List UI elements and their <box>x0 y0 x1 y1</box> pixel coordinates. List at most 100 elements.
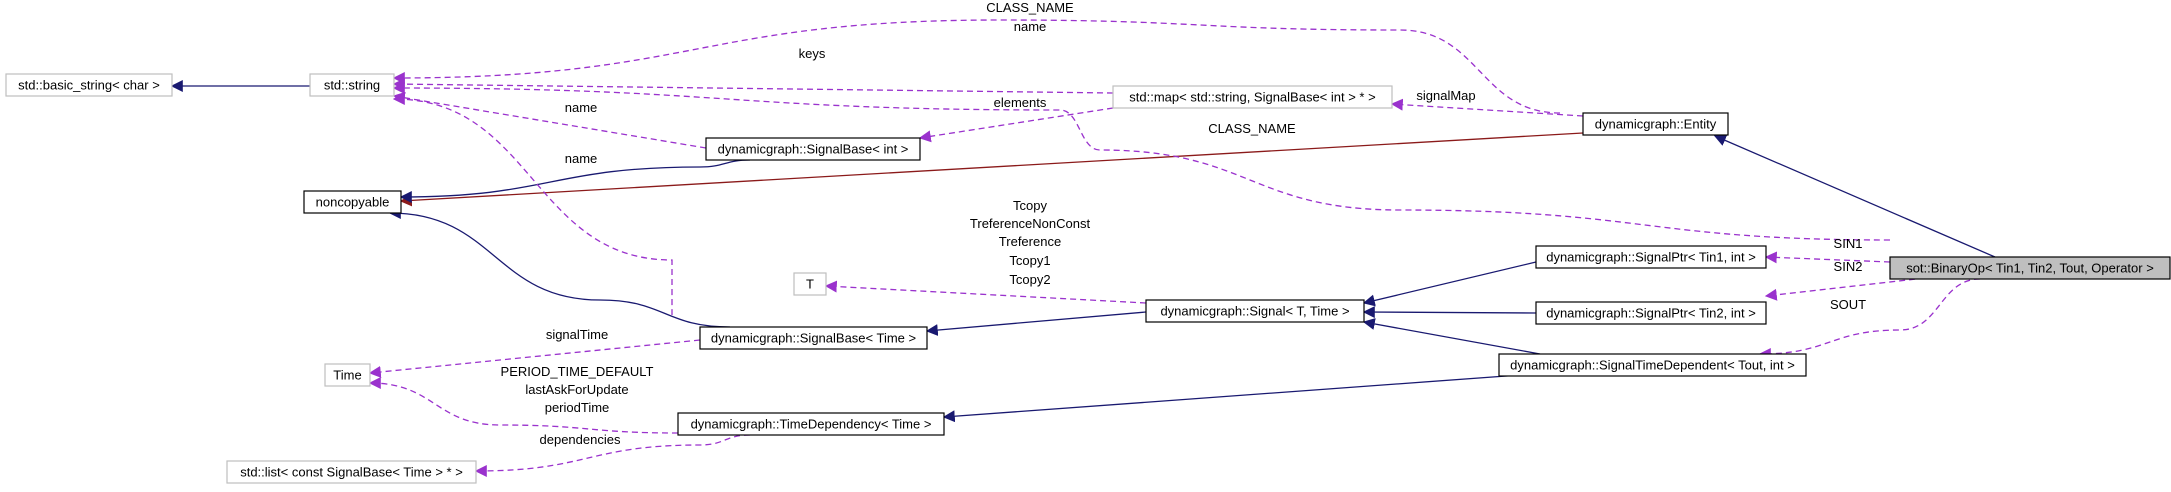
class-node-signalptr2[interactable]: dynamicgraph::SignalPtr< Tin2, int > <box>1535 301 1767 325</box>
edge-binaryop-entity <box>1713 134 1996 258</box>
edge-label-signalT-T-0: Tcopy <box>1013 198 1047 213</box>
class-label-basicstring: std::basic_string< char > <box>18 78 160 93</box>
edge-binaryop-signalptr1: SIN1 <box>1764 236 1891 264</box>
class-label-signalbase_time: dynamicgraph::SignalBase< Time > <box>711 331 916 346</box>
edge-signalbase_time-stdstring: name <box>392 93 673 315</box>
edge-signalptr1-signalT <box>1362 261 1537 307</box>
class-label-binaryop: sot::BinaryOp< Tin1, Tin2, Tout, Operato… <box>1906 261 2154 276</box>
class-node-Time: Time <box>324 363 371 387</box>
edge-timedep-Time: PERIOD_TIME_DEFAULT lastAskForUpdate perio… <box>368 364 679 434</box>
edge-line-binaryop-signalptr1 <box>1764 251 1891 264</box>
edge-entity-noncopyable <box>399 132 1584 207</box>
class-label-entity: dynamicgraph::Entity <box>1595 117 1717 132</box>
edge-line-timedep-Time <box>368 377 679 434</box>
class-label-T: T <box>806 277 814 292</box>
edge-line-signaltimedep-signalT <box>1362 318 1541 355</box>
edge-signalT-signalbase_time <box>925 311 1147 337</box>
class-box-binaryop <box>1889 256 2171 280</box>
class-label-signalT: dynamicgraph::Signal< T, Time > <box>1160 304 1349 319</box>
class-label-stdmap: std::map< std::string, SignalBase< int >… <box>1129 90 1375 105</box>
class-label-Time: Time <box>333 368 361 383</box>
class-node-stdstring: std::string <box>309 73 395 97</box>
edge-line-stdmap-stdstring <box>392 78 1114 94</box>
edges-layer: CLASS_NAMEnamekeysCLASS_NAMEnamenameelem… <box>170 0 1996 477</box>
class-node-signalptr1[interactable]: dynamicgraph::SignalPtr< Tin1, int > <box>1535 245 1767 269</box>
edge-signalT-T: TcopyTreferenceNonConstTreferenceTcopy1T… <box>824 198 1147 304</box>
class-box-stdlist <box>226 460 477 484</box>
edge-line-signalT-signalbase_time <box>925 311 1147 337</box>
class-node-signaltimedep[interactable]: dynamicgraph::SignalTimeDependent< Tout,… <box>1498 353 1807 377</box>
edge-label-binaryop-signalptr1-0: SIN1 <box>1834 236 1863 251</box>
edge-label-timedep-stdlist-0: dependencies <box>540 432 621 447</box>
class-box-signalptr1 <box>1535 245 1767 269</box>
class-box-noncopyable <box>303 190 402 214</box>
edge-stdmap-stdstring: keys <box>392 46 1114 94</box>
edge-label-signalT-T-2: Treference <box>999 234 1061 249</box>
edge-line-signalT-T <box>824 280 1147 304</box>
class-label-signalptr1: dynamicgraph::SignalPtr< Tin1, int > <box>1546 250 1756 265</box>
edge-label-entity-stdstring-0: CLASS_NAME <box>986 0 1074 15</box>
edge-line-entity-noncopyable <box>399 132 1584 207</box>
class-node-noncopyable[interactable]: noncopyable <box>303 190 402 214</box>
class-label-signaltimedep: dynamicgraph::SignalTimeDependent< Tout,… <box>1510 358 1795 373</box>
edge-label-signalT-T-1: TreferenceNonConst <box>970 216 1091 231</box>
class-node-entity[interactable]: dynamicgraph::Entity <box>1582 112 1729 136</box>
edge-label-timedep-Time-0: PERIOD_TIME_DEFAULT <box>501 364 654 379</box>
class-node-binaryop[interactable]: sot::BinaryOp< Tin1, Tin2, Tout, Operato… <box>1889 256 2171 280</box>
edge-timedep-stdlist: dependencies <box>474 432 751 477</box>
edge-signaltimedep-signalT <box>1362 318 1541 355</box>
edge-signalbase_time-Time: signalTime <box>368 327 701 378</box>
edge-label-timedep-Time-2: periodTime <box>545 400 610 415</box>
edge-line-binaryop-signalptr2 <box>1764 277 1926 301</box>
class-node-timedep[interactable]: dynamicgraph::TimeDependency< Time > <box>677 412 945 436</box>
class-box-signalT <box>1145 299 1365 323</box>
class-box-signalptr2 <box>1535 301 1767 325</box>
edge-line-binaryop-entity <box>1713 134 1996 258</box>
edge-line-entity-stdmap <box>1390 98 1584 117</box>
edge-label-entity-stdmap-0: signalMap <box>1416 88 1475 103</box>
edge-line-signaltimedep-timedep <box>942 374 1521 423</box>
edge-signalbase_int-noncopyable <box>399 159 751 203</box>
class-box-basicstring <box>5 73 173 97</box>
class-label-signalbase_int: dynamicgraph::SignalBase< int > <box>718 142 909 157</box>
edge-label-timedep-Time-1: lastAskForUpdate <box>525 382 628 397</box>
edge-line-signalbase_int-stdstring <box>392 91 707 149</box>
class-box-T <box>793 272 827 296</box>
edge-label-signalbase_time-Time-0: signalTime <box>546 327 608 342</box>
edge-stdmap-signalbase_int: elements <box>918 95 1114 143</box>
edge-label-stdmap-stdstring-0: keys <box>799 46 826 61</box>
class-node-stdlist: std::list< const SignalBase< Time > * > <box>226 460 477 484</box>
class-node-signalbase_time[interactable]: dynamicgraph::SignalBase< Time > <box>699 326 928 350</box>
class-node-signalT[interactable]: dynamicgraph::Signal< T, Time > <box>1145 299 1365 323</box>
edge-label-entity-stdstring-1: name <box>1014 19 1047 34</box>
edge-line-signalbase_int-noncopyable <box>399 159 751 203</box>
class-box-entity <box>1582 112 1729 136</box>
edge-line-signalptr1-signalT <box>1362 261 1537 307</box>
edge-label-signalbase_int-stdstring-0: name <box>565 100 598 115</box>
class-node-stdmap: std::map< std::string, SignalBase< int >… <box>1112 85 1393 109</box>
edge-signalptr2-signalT <box>1362 306 1537 319</box>
class-node-signalbase_int[interactable]: dynamicgraph::SignalBase< int > <box>705 137 921 161</box>
class-label-stdstring: std::string <box>324 78 380 93</box>
edge-label-stdmap-signalbase_int-0: elements <box>994 95 1047 110</box>
class-label-signalptr2: dynamicgraph::SignalPtr< Tin2, int > <box>1546 306 1756 321</box>
edge-signalbase_int-stdstring: name <box>392 91 707 149</box>
edge-line-binaryop-stdstring <box>392 82 1891 241</box>
edge-entity-stdmap: signalMap <box>1390 88 1584 117</box>
edge-line-signalbase_time-stdstring <box>392 93 673 315</box>
edge-line-signalptr2-signalT <box>1362 306 1537 319</box>
edge-label-signalbase_time-stdstring-0: name <box>565 151 598 166</box>
class-label-timedep: dynamicgraph::TimeDependency< Time > <box>691 417 932 432</box>
edge-signalbase_time-noncopyable <box>388 207 731 328</box>
edge-line-timedep-stdlist <box>474 434 751 477</box>
edge-label-binaryop-signaltimedep-0: SOUT <box>1830 297 1866 312</box>
edge-line-stdmap-signalbase_int <box>918 107 1114 143</box>
nodes-layer: sot::BinaryOp< Tin1, Tin2, Tout, Operato… <box>5 73 2171 484</box>
class-box-signaltimedep <box>1498 353 1807 377</box>
class-box-stdmap <box>1112 85 1393 109</box>
class-box-stdstring <box>309 73 395 97</box>
class-box-signalbase_time <box>699 326 928 350</box>
class-node-basicstring: std::basic_string< char > <box>5 73 173 97</box>
edge-line-entity-stdstring <box>392 19 1561 114</box>
